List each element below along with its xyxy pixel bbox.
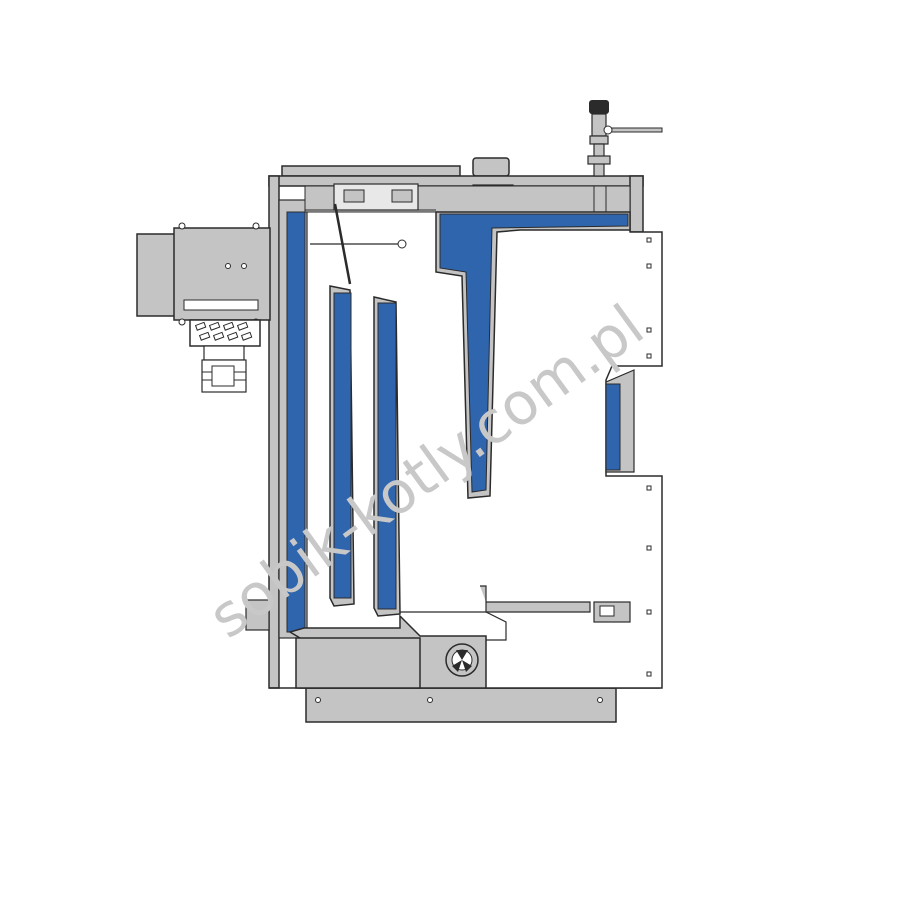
front-door-water-cell — [605, 369, 635, 473]
grate — [400, 585, 631, 641]
flue-baffle-1 — [329, 285, 355, 607]
lower-left-flap — [245, 599, 270, 631]
water-jacket-left — [278, 199, 308, 639]
ash-pan — [288, 614, 487, 689]
burner-fan-unit — [189, 319, 261, 393]
top-cover-plate — [281, 165, 461, 177]
top-sleeve — [472, 157, 510, 177]
front-door-panel — [486, 231, 663, 689]
cleaning-linkage — [305, 183, 436, 285]
flue-gas-outlet — [136, 222, 271, 326]
safety-valve — [587, 100, 663, 177]
flue-baffle-2 — [373, 296, 401, 617]
cleaning-port — [445, 643, 479, 677]
base-frame — [305, 687, 617, 723]
